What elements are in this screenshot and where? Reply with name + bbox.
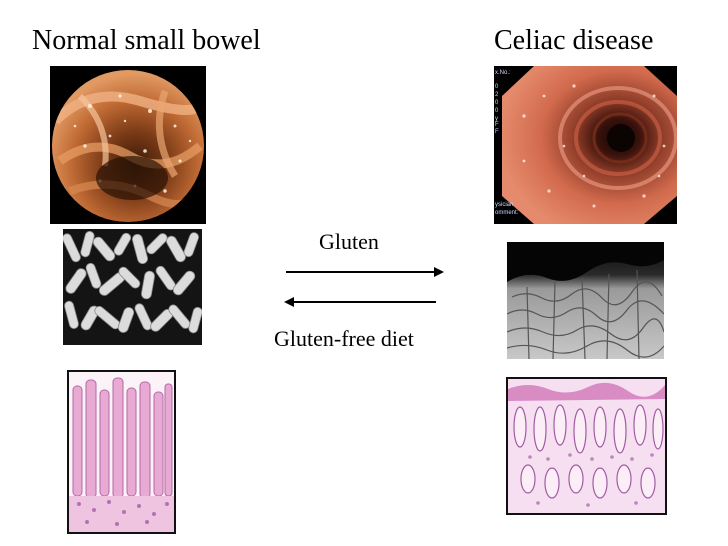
normal-histology-svg: [69, 372, 174, 532]
svg-text:y: y: [495, 116, 498, 122]
endoscope-overlay-text: x.No.: 0 2 0 0 y F F ysician omment:: [495, 70, 519, 216]
gluten-free-diet-label: Gluten-free diet: [274, 326, 414, 351]
normal-histology-image: [67, 370, 176, 534]
gluten-label: Gluten: [319, 229, 379, 254]
transition-arrows: [284, 267, 444, 307]
normal-small-bowel-heading: Normal small bowel: [32, 25, 261, 56]
normal-villi-microscopy: [63, 229, 202, 345]
celiac-disease-heading: Celiac disease: [494, 25, 654, 56]
forward-arrow-icon: [286, 267, 444, 277]
svg-text:F: F: [495, 129, 499, 135]
svg-text:0: 0: [495, 84, 499, 90]
svg-text:ysician: ysician: [495, 202, 513, 208]
svg-text:F: F: [495, 122, 499, 128]
svg-text:x.No.:: x.No.:: [495, 70, 511, 76]
celiac-endoscopy-svg: x.No.: 0 2 0 0 y F F ysician omment:: [495, 66, 677, 224]
celiac-mucosa-svg: [507, 242, 664, 359]
celiac-endoscopy-image: x.No.: 0 2 0 0 y F F ysician omment:: [494, 66, 677, 224]
normal-endoscopy-image: [50, 66, 206, 224]
celiac-flat-mucosa-microscopy: [507, 242, 664, 359]
normal-villi-svg: [63, 229, 202, 345]
reverse-arrow-icon: [284, 297, 436, 307]
svg-text:2: 2: [495, 92, 499, 98]
celiac-histology-image: [506, 377, 667, 515]
svg-text:0: 0: [495, 108, 499, 114]
svg-text:0: 0: [495, 100, 499, 106]
normal-endoscopy-svg: [52, 70, 204, 222]
celiac-histology-svg: [508, 379, 665, 513]
svg-text:omment:: omment:: [495, 210, 519, 216]
